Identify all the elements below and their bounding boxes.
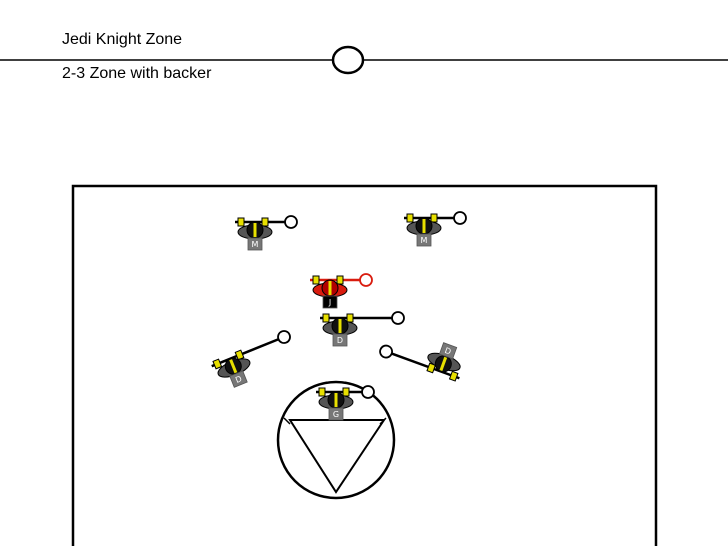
player-d-right-jersey-tag <box>438 342 458 360</box>
goal-corner-right <box>379 417 387 425</box>
player-d-left-letter: D <box>234 374 243 385</box>
player-j-red-glove-1 <box>336 275 344 285</box>
player-d-left-jersey-tag <box>229 370 248 388</box>
player-d-center-jersey-tag <box>332 333 348 347</box>
player-m-right-letter: M <box>421 236 428 245</box>
player-d-right-glove-0 <box>448 370 459 382</box>
player-d-center-glove-0 <box>322 313 330 323</box>
player-m-left-letter: M <box>252 240 259 249</box>
player-d-center-stick-head <box>391 311 405 325</box>
player-g-goalie: G <box>316 385 375 421</box>
player-g-goalie-stick-head <box>361 385 375 399</box>
player-j-red-stick-head <box>359 273 373 287</box>
player-d-left-stick <box>211 338 279 368</box>
slide-subtitle: 2-3 Zone with backer <box>62 65 212 82</box>
player-j-red: J <box>310 273 373 309</box>
player-g-goalie-letter: G <box>333 410 339 419</box>
player-m-left-stick-head <box>284 215 298 229</box>
player-m-right: M <box>404 211 467 247</box>
player-m-right-jersey-tag <box>416 233 432 247</box>
player-j-red-glove-0 <box>312 275 320 285</box>
player-g-goalie-glove-0 <box>318 387 326 397</box>
slide-title: Jedi Knight Zone <box>62 31 183 48</box>
player-m-right-helmet-stripe <box>422 219 426 233</box>
player-d-left-stick-head <box>277 330 291 344</box>
player-g-goalie-glove-1 <box>342 387 350 397</box>
player-d-left-helmet-stripe <box>229 359 238 374</box>
player-d-center: D <box>320 311 405 347</box>
player-m-left-jersey-tag <box>247 237 263 251</box>
player-m-left-glove-0 <box>237 217 245 227</box>
player-m-left-glove-1 <box>261 217 269 227</box>
player-d-left-glove-0 <box>212 358 223 370</box>
player-d-center-glove-1 <box>346 313 354 323</box>
goal-corner-left <box>283 417 291 425</box>
goal-triangle <box>288 419 386 494</box>
player-d-right-helmet-stripe <box>439 356 448 371</box>
player-d-center-helmet-stripe <box>338 319 342 333</box>
goal-crease <box>276 380 396 500</box>
player-g-goalie-jersey-tag <box>328 407 344 421</box>
player-d-center-letter: D <box>337 336 343 345</box>
player-d-left: D <box>211 330 291 388</box>
player-d-right: D <box>379 342 461 382</box>
player-m-right-stick-head <box>453 211 467 225</box>
player-j-red-jersey-tag <box>322 295 338 309</box>
player-m-left: M <box>235 215 298 251</box>
center-circle <box>331 45 365 75</box>
player-d-right-stick <box>391 352 460 380</box>
field-boundary <box>71 184 658 546</box>
player-m-right-glove-0 <box>406 213 414 223</box>
player-j-red-helmet-stripe <box>328 281 332 295</box>
player-d-right-letter: D <box>443 346 452 357</box>
player-g-goalie-helmet-stripe <box>334 393 338 407</box>
player-j-red-letter: J <box>328 298 331 307</box>
player-m-left-helmet-stripe <box>253 223 257 237</box>
player-d-right-stick-head <box>379 344 393 359</box>
player-m-right-glove-1 <box>430 213 438 223</box>
